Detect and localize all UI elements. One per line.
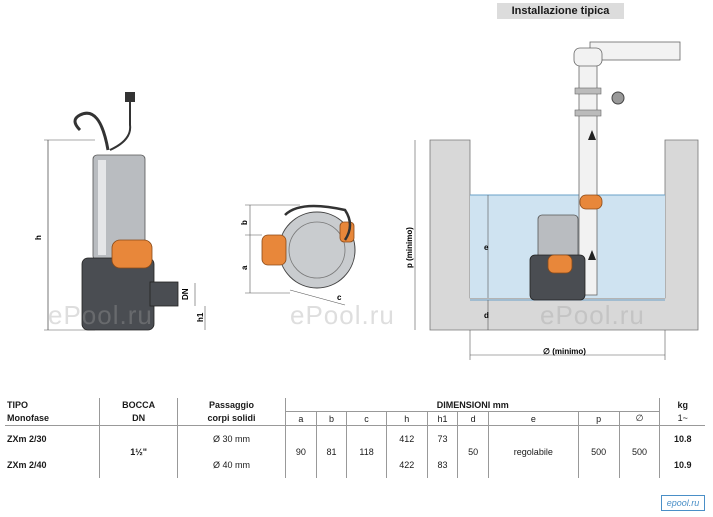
dim-b-label: b bbox=[240, 220, 249, 225]
dim-c-label: c bbox=[337, 293, 342, 302]
row-h1: 83 bbox=[426, 451, 458, 478]
watermark-2: ePool.ru bbox=[290, 300, 395, 330]
row-tipo: ZXm 2/30 bbox=[7, 433, 47, 444]
table-row: ZXm 2/30 1½" Ø 30 mm 90 81 118 412 73 50… bbox=[5, 425, 705, 478]
subheader-e: e bbox=[487, 411, 579, 426]
header-kg-sub: 1~ bbox=[659, 411, 705, 426]
cell-c: 118 bbox=[346, 425, 387, 478]
dim-h-label: h bbox=[34, 235, 43, 240]
cell-b: 81 bbox=[315, 425, 347, 478]
row-kg: 10.8 bbox=[659, 425, 705, 452]
subheader-h1: h1 bbox=[426, 411, 458, 426]
subheader-d: d bbox=[457, 411, 489, 426]
watermark-1: ePool.ru bbox=[48, 300, 153, 330]
pump-top-view bbox=[245, 204, 356, 306]
cell-d: 50 bbox=[457, 425, 489, 478]
header-kg: kg bbox=[659, 398, 705, 412]
subheader-p: p bbox=[577, 411, 620, 426]
header-tipo: TIPO bbox=[7, 399, 29, 410]
pump-side-view bbox=[44, 92, 206, 331]
technical-drawings: h DN h1 b a c bbox=[34, 41, 699, 360]
row-tipo: ZXm 2/40 bbox=[7, 459, 47, 470]
dim-h1-label: h1 bbox=[196, 312, 205, 322]
cell-e: regolabile bbox=[487, 425, 579, 478]
subheader-b: b bbox=[315, 411, 347, 426]
row-h1: 73 bbox=[426, 425, 458, 452]
spec-table: TIPO BOCCA Passaggio DIMENSIONI mm kg Mo… bbox=[5, 398, 705, 478]
table-row: ZXm 2/40 Ø 40 mm 422 83 10.9 bbox=[5, 451, 705, 478]
row-passaggio: Ø 40 mm bbox=[176, 451, 286, 478]
subheader-c: c bbox=[346, 411, 387, 426]
dim-e-label: e bbox=[484, 243, 489, 252]
row-passaggio: Ø 30 mm bbox=[176, 425, 286, 452]
header-passaggio: Passaggio bbox=[176, 398, 286, 412]
watermark-3: ePool.ru bbox=[540, 300, 645, 330]
site-logo: epool.ru bbox=[661, 495, 705, 511]
cell-diameter: 500 bbox=[618, 425, 660, 478]
header-corpi: corpi solidi bbox=[176, 411, 286, 426]
dim-d-label: d bbox=[484, 311, 489, 320]
row-h: 422 bbox=[385, 451, 428, 478]
installation-title: Installazione tipica bbox=[497, 3, 624, 19]
header-dimensioni: DIMENSIONI mm bbox=[285, 398, 660, 412]
dim-diameter-label: ∅ (minimo) bbox=[543, 347, 586, 356]
installation-pit bbox=[414, 41, 699, 360]
cell-bocca: 1½" bbox=[99, 425, 178, 478]
subheader-diameter: ∅ bbox=[618, 411, 660, 426]
cell-p: 500 bbox=[577, 425, 620, 478]
row-kg: 10.9 bbox=[659, 451, 705, 478]
dim-p-label: p (minimo) bbox=[405, 227, 414, 268]
dim-a-label: a bbox=[240, 265, 249, 270]
header-monofase: Monofase bbox=[7, 413, 50, 424]
header-bocca: BOCCA bbox=[99, 398, 178, 412]
row-h: 412 bbox=[385, 425, 428, 452]
header-dn: DN bbox=[99, 411, 178, 426]
dim-dn-label: DN bbox=[181, 288, 190, 300]
subheader-h: h bbox=[385, 411, 428, 426]
subheader-a: a bbox=[285, 411, 317, 426]
cell-a: 90 bbox=[285, 425, 317, 478]
